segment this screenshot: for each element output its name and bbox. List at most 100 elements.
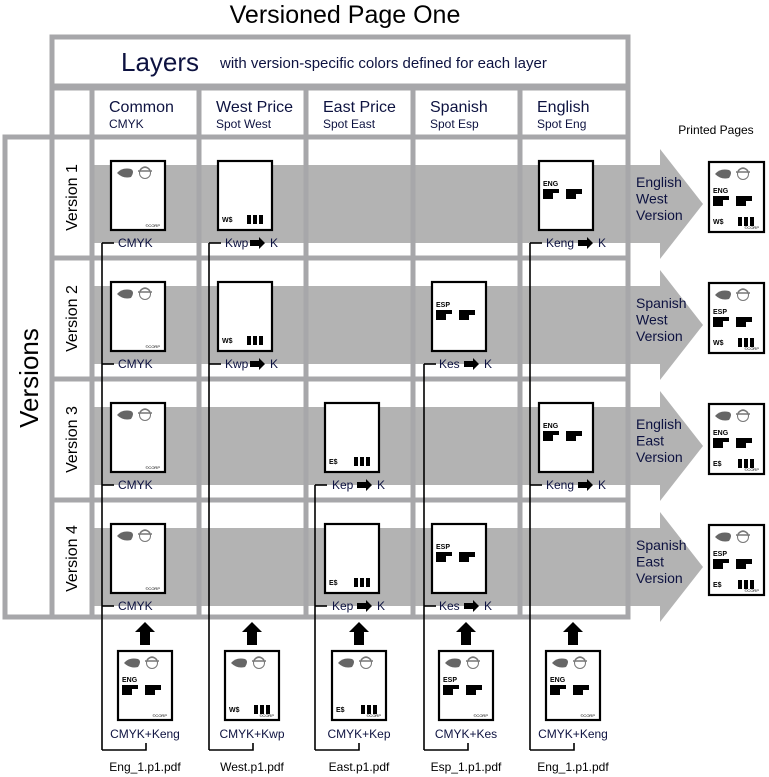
price-bar	[750, 459, 754, 468]
mapping-arrow-icon	[250, 237, 265, 249]
fist-icon	[715, 411, 731, 421]
price-bar	[354, 578, 358, 587]
source-file-name: Eng_1.p1.pdf	[537, 760, 609, 774]
mapping-arrow-icon	[464, 600, 479, 612]
price-bar	[750, 217, 754, 226]
page-frame	[109, 280, 167, 353]
column-header-name: Common	[109, 99, 174, 116]
color-target-label: K	[270, 357, 278, 371]
color-target-label: K	[270, 236, 278, 250]
column-header-color: CMYK	[109, 117, 144, 131]
fist-icon	[338, 658, 354, 668]
price-bar	[254, 705, 258, 714]
price-label: W$	[229, 707, 240, 714]
versions-label: Versions	[14, 328, 44, 428]
bracket-line	[209, 743, 254, 751]
hat-icon	[145, 656, 159, 662]
column-header-color: Spot West	[216, 117, 272, 131]
copyright-mark: ©CORP	[473, 713, 488, 718]
price-bar	[259, 215, 263, 224]
column-header-name: Spanish	[430, 99, 488, 116]
hat-icon	[736, 167, 750, 173]
text-block	[436, 552, 452, 562]
bracket-line	[315, 743, 360, 751]
source-color-label: CMYK+Keng	[538, 727, 608, 741]
fist-icon	[552, 658, 568, 668]
column-header-color: Spot East	[323, 117, 376, 131]
layers-subtitle: with version-specific colors defined for…	[219, 55, 547, 72]
text-block	[736, 438, 752, 448]
price-label: E$	[329, 459, 338, 466]
source-color-label: CMYK+Kep	[327, 727, 390, 741]
source-pdf-thumbnail: ESP©CORP	[437, 649, 495, 722]
version-band	[92, 286, 660, 364]
source-color-label: CMYK+Kwp	[219, 727, 284, 741]
copyright-mark: ©CORP	[145, 223, 160, 228]
source-file-name: Eng_1.p1.pdf	[109, 760, 181, 774]
language-label: ESP	[713, 309, 727, 316]
price-bar	[260, 705, 264, 714]
price-label: E$	[329, 580, 338, 587]
color-mapping-label: Kes	[439, 599, 460, 613]
price-bar	[750, 338, 754, 347]
price-bar	[744, 338, 748, 347]
version-arrow	[628, 149, 703, 259]
color-mapping-label: Kwp	[225, 236, 249, 250]
fist-icon	[715, 532, 731, 542]
fist-icon	[231, 658, 247, 668]
price-bar	[750, 580, 754, 589]
mapping-arrow-icon	[578, 237, 593, 249]
layer-thumbnail: ESP	[430, 522, 488, 595]
color-mapping-label: CMYK	[118, 357, 153, 371]
color-target-label: K	[484, 599, 492, 613]
source-pdf-thumbnail: ENG©CORP	[544, 649, 602, 722]
version-result-label: Version	[636, 449, 683, 465]
price-bar	[744, 580, 748, 589]
color-target-label: K	[598, 236, 606, 250]
up-arrow-icon	[563, 622, 583, 645]
version-result-label: West	[636, 312, 668, 328]
version-result-label: English	[636, 174, 682, 190]
version-arrow	[628, 270, 703, 380]
color-mapping-label: Kep	[332, 478, 354, 492]
layer-thumbnail: ESP	[430, 280, 488, 353]
price-bar	[373, 705, 377, 714]
version-row-label: Version 3	[64, 406, 81, 473]
version-arrow	[628, 512, 703, 622]
printed-pages-label: Printed Pages	[678, 123, 753, 137]
price-bar	[738, 338, 742, 347]
hat-icon	[138, 166, 152, 172]
price-bar	[266, 705, 270, 714]
color-mapping-label: CMYK	[118, 599, 153, 613]
source-file-name: East.p1.pdf	[329, 760, 390, 774]
fist-icon	[124, 658, 140, 668]
layer-thumbnail: ENG	[537, 401, 595, 474]
column-header-name: East Price	[323, 99, 396, 116]
connector-lines	[101, 242, 575, 751]
version-result-label: Version	[636, 207, 683, 223]
language-label: ENG	[543, 181, 559, 188]
copyright-mark: ©CORP	[744, 225, 759, 230]
text-block	[566, 189, 582, 199]
bracket-line	[530, 743, 575, 751]
layer-thumbnail: E$	[323, 522, 381, 595]
text-block	[713, 559, 729, 569]
version-result-label: West	[636, 191, 668, 207]
language-label: ESP	[436, 544, 450, 551]
language-label: ENG	[550, 677, 566, 684]
grid	[2, 34, 631, 620]
version-row-label: Version 1	[64, 164, 81, 231]
copyright-mark: ©CORP	[744, 346, 759, 351]
color-mapping-label: Kes	[439, 357, 460, 371]
color-mapping-label: CMYK	[118, 478, 153, 492]
price-bar	[738, 459, 742, 468]
text-block	[436, 310, 452, 320]
fist-icon	[117, 289, 133, 299]
text-block	[145, 685, 161, 695]
language-label: ENG	[122, 677, 138, 684]
price-bar	[360, 457, 364, 466]
mapping-arrow-icon	[357, 600, 372, 612]
layer-thumbnail: ©CORP	[109, 401, 167, 474]
